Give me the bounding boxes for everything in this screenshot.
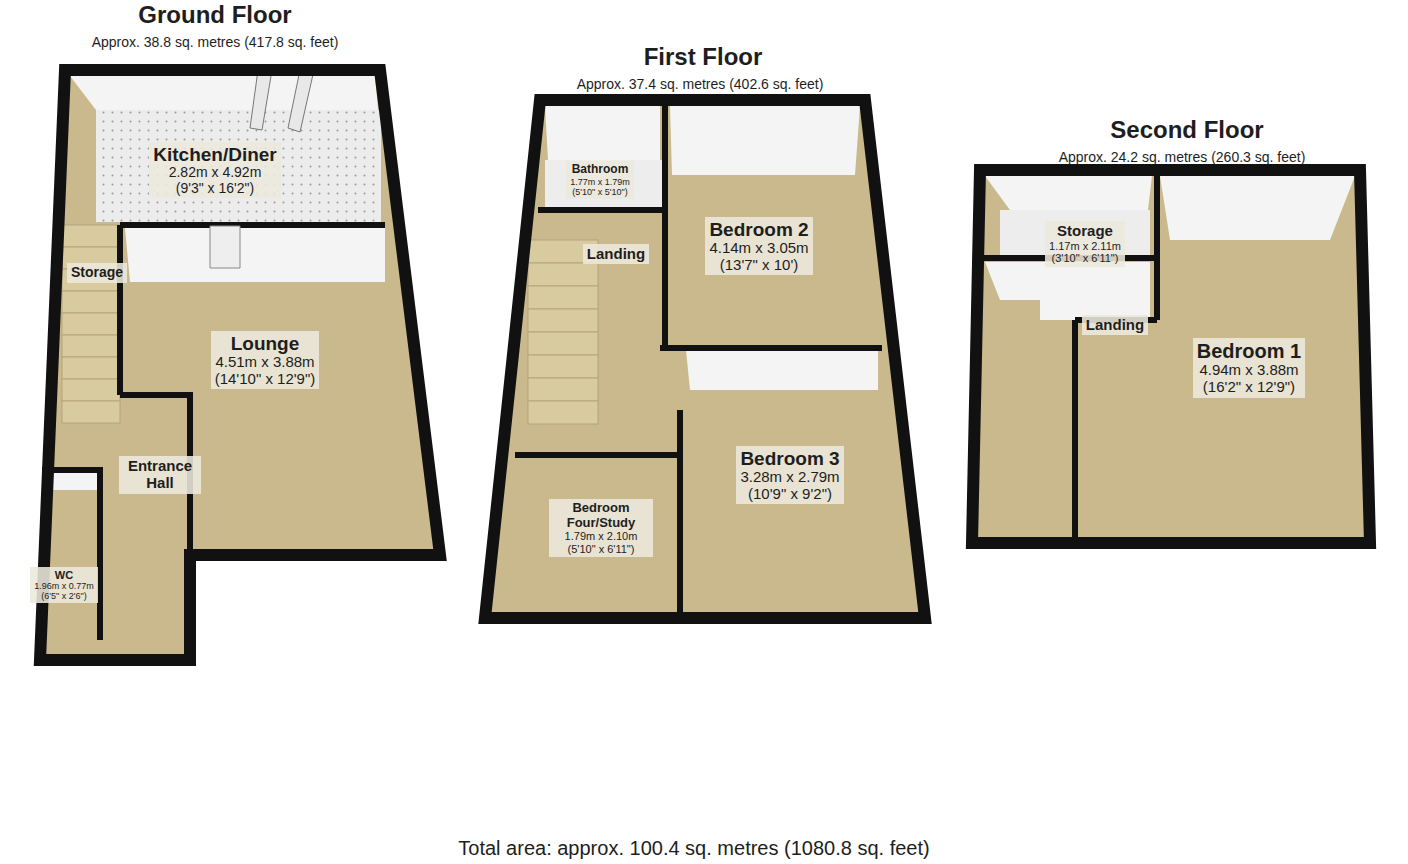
room-label: Bedroom 14.94m x 3.88m(16'2" x 12'9"): [1193, 338, 1305, 398]
wall-face: [125, 228, 385, 282]
bathroom-floor: [545, 160, 662, 210]
room-dimension: (3'10" x 6'11"): [1049, 252, 1121, 264]
floor-area: Approx. 24.2 sq. metres (260.3 sq. feet): [1059, 149, 1306, 165]
kitchen-floor: [96, 110, 381, 222]
outer-wall: [485, 100, 925, 618]
room-label: WC1.96m x 0.77m(6'5" x 2'6"): [30, 567, 98, 603]
room-name: Bedroom Four/Study: [553, 501, 649, 530]
room-dimension: 1.96m x 0.77m: [34, 581, 94, 591]
wall-face: [545, 106, 660, 160]
floor-group: Second FloorApprox. 24.2 sq. metres (260…: [960, 110, 1380, 555]
room-dimension: (10'9" x 9'2"): [740, 486, 839, 503]
wall-face: [686, 350, 878, 390]
room-dimension: (9'3" x 16'2"): [153, 181, 277, 197]
room-dimension: 4.51m x 3.88m: [215, 354, 316, 371]
room-dimension: 1.77m x 1.79m: [570, 177, 630, 187]
wall-face: [985, 176, 1152, 210]
room-label: Landing: [1082, 315, 1148, 336]
floor-area: Approx. 37.4 sq. metres (402.6 sq. feet): [577, 76, 824, 92]
room-name: Bathroom: [570, 163, 630, 176]
floor-group: Ground FloorApprox. 38.8 sq. metres (417…: [0, 0, 450, 672]
room-dimension: 2.82m x 4.92m: [153, 165, 277, 181]
room-label: Entrance Hall: [119, 456, 201, 494]
room-label: Bedroom 33.28m x 2.79m(10'9" x 9'2"): [736, 446, 843, 505]
stairs: [62, 225, 120, 423]
room-label: Storage1.17m x 2.11m(3'10" x 6'11"): [1045, 221, 1125, 266]
room-dimension: (5'10" x 5'10"): [570, 187, 630, 197]
room-name: Bedroom 3: [740, 448, 839, 469]
wall-face: [670, 106, 860, 175]
door: [210, 226, 240, 268]
second-floor-plan: [972, 170, 1370, 543]
room-name: Kitchen/Diner: [153, 144, 277, 165]
inner-walls: [980, 170, 1157, 543]
patio-doors: [250, 70, 314, 132]
room-label: Bathroom1.77m x 1.79m(5'10" x 5'10"): [566, 161, 634, 199]
floor-title: First Floor: [644, 43, 763, 71]
room-label: Kitchen/Diner2.82m x 4.92m(9'3" x 16'2"): [149, 142, 281, 199]
room-dimension: 1.79m x 2.10m: [553, 530, 649, 542]
room-label: Lounge4.51m x 3.88m(14'10" x 12'9"): [211, 331, 320, 390]
floor-title: Second Floor: [1110, 116, 1263, 144]
room-label: Landing: [583, 244, 649, 265]
room-name: Bedroom 2: [709, 219, 808, 240]
stairs: [528, 240, 598, 424]
caption: Total area: approx. 100.4 sq. metres (10…: [458, 837, 929, 860]
room-dimension: (13'7" x 10'): [709, 257, 808, 274]
wall-face: [985, 262, 1150, 320]
room-dimension: (16'2" x 12'9"): [1197, 379, 1301, 396]
room-name: Landing: [587, 246, 645, 263]
room-dimension: 4.14m x 3.05m: [709, 240, 808, 257]
floor-fill: [972, 170, 1370, 543]
outer-wall: [972, 170, 1370, 543]
room-dimension: (14'10" x 12'9"): [215, 371, 316, 388]
room-dimension: 1.17m x 2.11m: [1049, 240, 1121, 252]
room-dimension: (5'10" x 6'11"): [553, 543, 649, 555]
ground-floor-plan: [40, 66, 440, 660]
outer-wall: [40, 70, 440, 660]
wall-face: [70, 76, 378, 110]
room-name: Landing: [1086, 317, 1144, 334]
floor-title: Ground Floor: [138, 1, 291, 29]
inner-walls: [515, 100, 882, 618]
room-dimension: 3.28m x 2.79m: [740, 469, 839, 486]
room-name: Entrance Hall: [123, 458, 197, 492]
room-dimension: 4.94m x 3.88m: [1197, 362, 1301, 379]
room-dimension: (6'5" x 2'6"): [34, 591, 94, 601]
room-name: Storage: [1049, 223, 1121, 240]
room-name: Storage: [71, 265, 123, 281]
wall-face: [1160, 176, 1355, 240]
storage-floor: [1000, 210, 1150, 256]
room-name: WC: [34, 569, 94, 581]
floor-group: First FloorApprox. 37.4 sq. metres (402.…: [470, 40, 940, 630]
room-label: Bedroom Four/Study1.79m x 2.10m(5'10" x …: [549, 499, 653, 557]
room-label: Bedroom 24.14m x 3.05m(13'7" x 10'): [705, 217, 812, 276]
room-name: Lounge: [215, 333, 316, 354]
floor-fill: [40, 70, 440, 660]
room-label: Storage: [67, 263, 127, 283]
floor-fill: [485, 100, 925, 618]
first-floor-plan: [485, 96, 925, 622]
room-name: Bedroom 1: [1197, 340, 1301, 362]
floor-area: Approx. 38.8 sq. metres (417.8 sq. feet): [92, 34, 339, 50]
